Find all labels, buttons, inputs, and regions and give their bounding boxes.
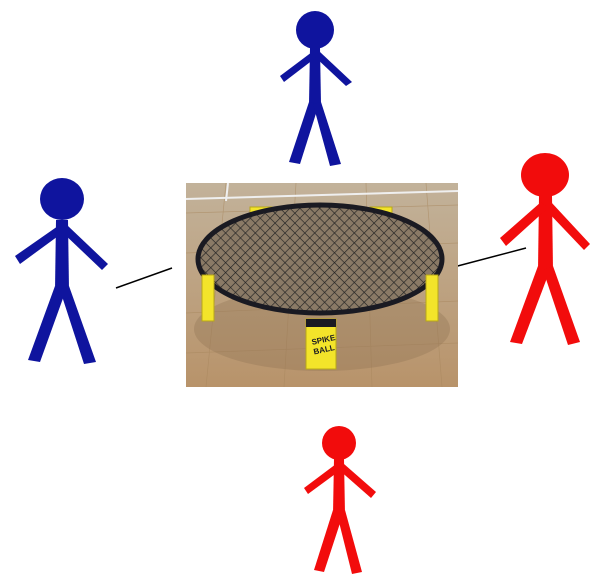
stick-figure-icon [304,426,376,574]
spikeball-net-photo: SPIKE BALL [186,183,458,387]
player-left-stick-figure [8,174,112,366]
stick-figure-icon [280,11,352,166]
leg-right [426,275,438,321]
player-top-stick-figure [268,6,360,168]
player-bottom-stick-figure [296,424,380,574]
stick-figure-icon [500,153,590,345]
leg-left [202,275,214,321]
player-right-stick-figure [496,150,592,346]
left-player-connector [116,268,172,288]
stick-figure-icon [15,178,108,364]
